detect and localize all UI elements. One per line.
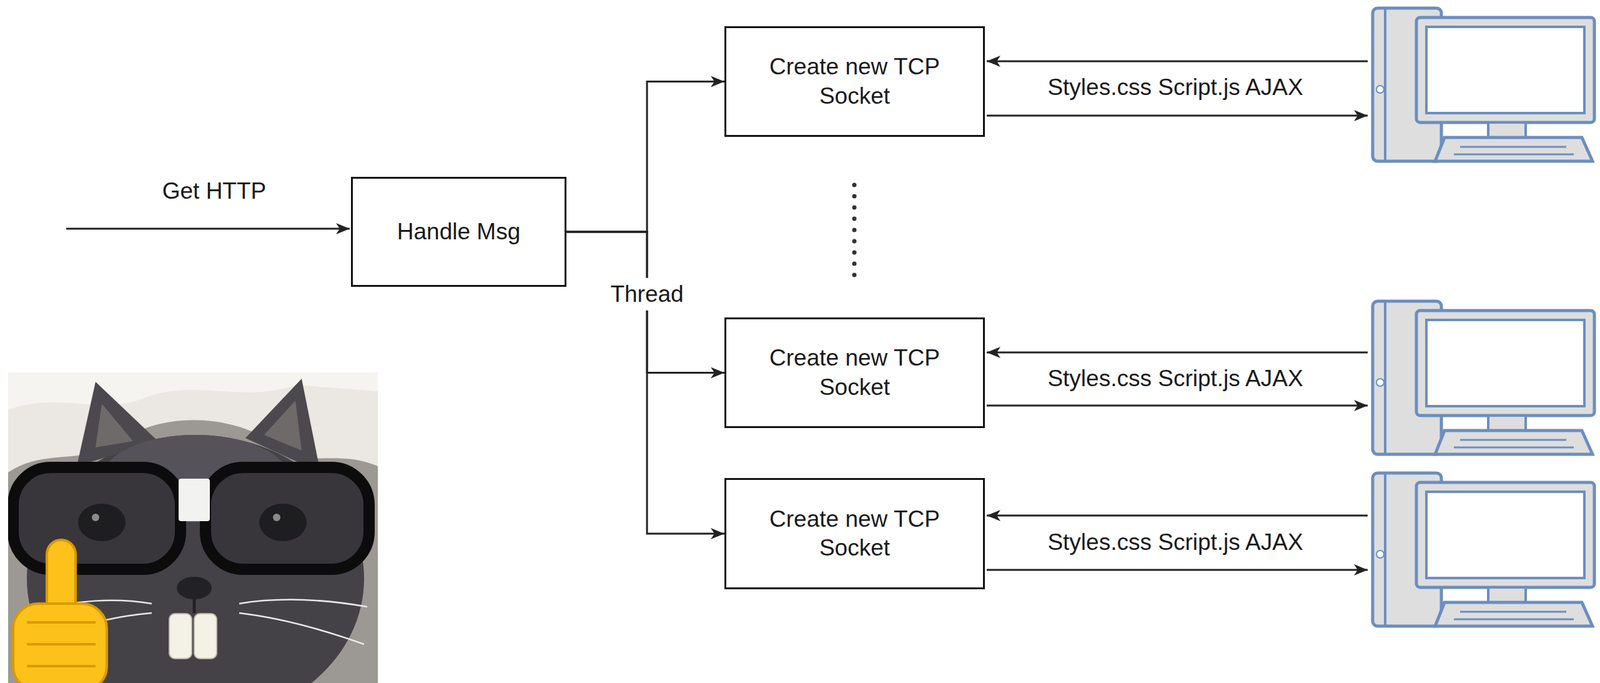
illustration-part [194, 613, 217, 659]
computer-icon [1372, 8, 1595, 162]
illustration-part [272, 513, 281, 521]
illustration-part [852, 194, 857, 199]
illustration-part [986, 514, 1368, 517]
illustration-part [852, 239, 857, 244]
input-arrow [66, 227, 350, 230]
illustration-part [78, 503, 126, 541]
process-box: Handle Msg [350, 176, 567, 287]
flow-label: Styles.css Script.js AJAX [1047, 528, 1303, 556]
illustration-part [239, 612, 365, 644]
illustration-part [852, 216, 857, 222]
illustration-part [986, 114, 1368, 117]
illustration-part [852, 205, 857, 210]
illustration-part [239, 599, 368, 607]
thread-connector [566, 231, 725, 534]
illustration-part [169, 613, 192, 659]
process-box: Create new TCP Socket [724, 317, 985, 428]
flow-label: Get HTTP [162, 177, 267, 205]
flow-label: Styles.css Script.js AJAX [1047, 364, 1303, 393]
computer-icon [1372, 301, 1595, 455]
thread-connector [566, 81, 725, 233]
illustration-part [986, 351, 1368, 354]
box-label: Handle Msg [397, 217, 521, 247]
illustration-part [852, 182, 857, 188]
illustration-part [852, 250, 857, 255]
box-label: Create new TCP Socket [751, 52, 959, 111]
illustration-part [852, 272, 857, 278]
illustration-part [13, 467, 181, 569]
flow-label: Styles.css Script.js AJAX [1047, 73, 1303, 102]
illustration-part [192, 598, 197, 613]
process-box: Create new TCP Socket [724, 26, 985, 137]
illustration-part [852, 261, 857, 267]
pointing-hand [13, 539, 107, 683]
illustration-part [13, 603, 107, 683]
illustration-part [986, 568, 1368, 571]
cat-meme-picture [8, 372, 378, 683]
illustration-part [852, 227, 857, 233]
socket-arrows [986, 61, 1368, 570]
box-label: Create new TCP Socket [751, 343, 959, 402]
illustration-part [91, 513, 100, 521]
ellipsis-dots [852, 182, 857, 278]
illustration-part [259, 503, 307, 541]
illustration-part [264, 400, 302, 451]
illustration-part [26, 622, 96, 666]
illustration-part [178, 478, 210, 521]
thread-connector [566, 231, 725, 373]
process-box: Create new TCP Socket [724, 477, 985, 589]
illustration-part [986, 60, 1368, 63]
illustration-part [95, 403, 134, 448]
flow-label: Thread [606, 277, 687, 311]
illustration-part [205, 467, 370, 569]
computer-icon [1372, 472, 1595, 626]
illustration-part [986, 404, 1368, 407]
illustration-part [176, 576, 212, 599]
box-label: Create new TCP Socket [751, 504, 959, 563]
illustration-part [8, 372, 378, 410]
